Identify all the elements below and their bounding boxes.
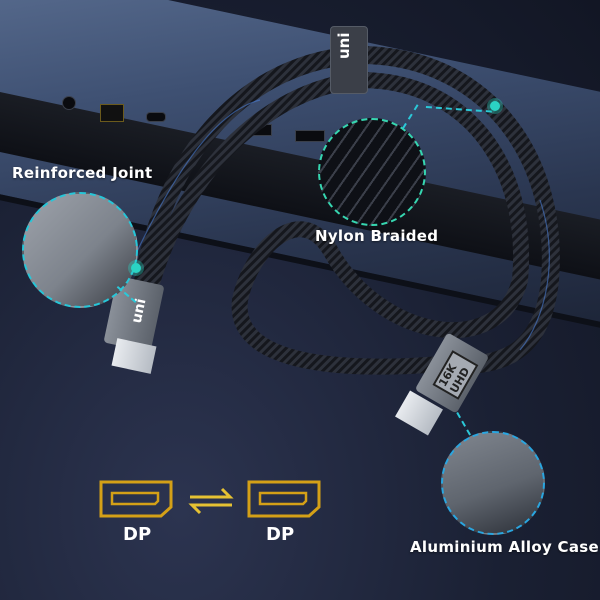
usb-c-port	[146, 112, 166, 122]
connector-logo: uni	[128, 297, 150, 325]
callout-nylon-braided	[318, 118, 426, 226]
dp-label-left: DP	[123, 524, 152, 545]
callout-label-nylon-braided: Nylon Braided	[315, 227, 439, 245]
dp-label-right: DP	[266, 524, 295, 545]
ethernet-port	[100, 104, 124, 122]
strap-logo: uni	[335, 32, 353, 60]
callout-aluminium-alloy	[441, 431, 545, 535]
dp-port-icon-left	[99, 480, 173, 518]
callout-reinforced-joint	[22, 192, 138, 308]
cable-strap: uni	[330, 26, 368, 94]
bidirectional-arrows-icon	[188, 487, 234, 515]
callout-dot-joint	[131, 263, 141, 273]
usb-a-port-2	[295, 130, 325, 142]
callout-dot-nylon	[490, 101, 500, 111]
callout-label-reinforced-joint: Reinforced Joint	[12, 164, 153, 182]
callout-label-aluminium-alloy: Aluminium Alloy Case	[410, 538, 599, 556]
dp-port-icon-right	[247, 480, 321, 518]
audio-port	[62, 96, 76, 110]
